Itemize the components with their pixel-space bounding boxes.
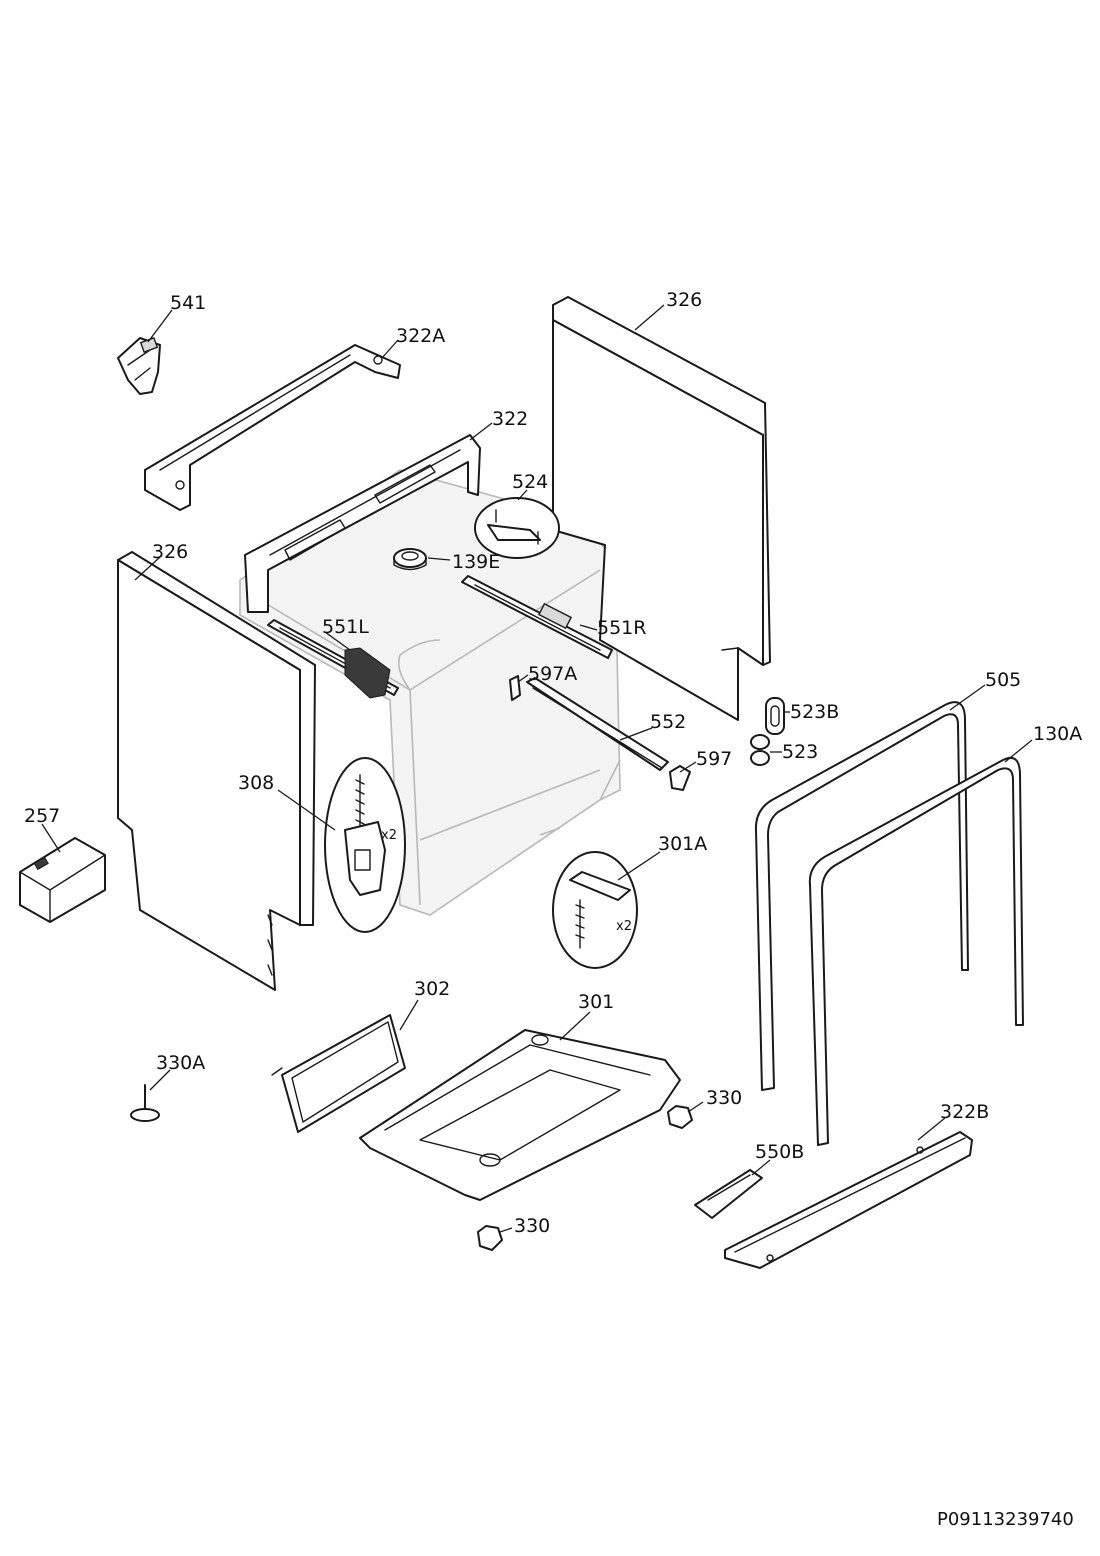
callout-541: 541 (170, 292, 206, 314)
callout-308: 308 (238, 772, 274, 794)
callout-301A: 301A (658, 833, 707, 855)
callout-597: 597 (696, 748, 732, 770)
callout-labels: 541 322A 326 322 524 326 139E 551L 551R … (24, 289, 1082, 1237)
callout-257: 257 (24, 805, 60, 827)
callout-330-bottom: 330 (514, 1215, 550, 1237)
detail-circle-524 (474, 497, 560, 559)
foot-330A (130, 1084, 160, 1122)
gasket-130A (808, 756, 1024, 1146)
clip-597 (669, 765, 691, 791)
reference-code: P09113239740 (937, 1509, 1074, 1530)
callout-322A: 322A (396, 325, 445, 347)
callout-330-right: 330 (706, 1087, 742, 1109)
bracket-550B (694, 1169, 763, 1219)
callout-326-top: 326 (666, 289, 702, 311)
gasket-505 (754, 701, 969, 1091)
side-panel-right (552, 296, 771, 721)
nut-part-139E (393, 548, 427, 571)
callout-552: 552 (650, 711, 686, 733)
multiplier-308: x2 (381, 828, 397, 843)
strip-552 (526, 677, 669, 771)
foot-330-bottom (477, 1225, 503, 1251)
callout-597A: 597A (528, 663, 577, 685)
multiplier-301A: x2 (616, 919, 632, 934)
callout-301: 301 (578, 991, 614, 1013)
callout-551R: 551R (597, 617, 646, 639)
leader-lines (41, 304, 1033, 1233)
callout-330A: 330A (156, 1052, 205, 1074)
callout-322B: 322B (940, 1101, 989, 1123)
hinge-rail-right (461, 575, 613, 659)
callout-523: 523 (782, 741, 818, 763)
top-rail-front-part (144, 344, 401, 511)
box-257 (19, 837, 106, 923)
callout-322: 322 (492, 408, 528, 430)
ring-523B (765, 697, 785, 735)
detail-circle-301A (552, 851, 638, 969)
clip-597A (509, 675, 521, 701)
callout-505: 505 (985, 669, 1021, 691)
callout-523B: 523B (790, 701, 839, 723)
detail-circle-308 (324, 757, 406, 933)
callout-302: 302 (414, 978, 450, 1000)
callout-326-left: 326 (152, 541, 188, 563)
side-panel-left (117, 551, 316, 991)
foot-330-right (667, 1105, 693, 1129)
clip-part (117, 337, 161, 395)
callout-550B: 550B (755, 1141, 804, 1163)
callout-551L: 551L (322, 616, 369, 638)
callout-139E: 139E (452, 551, 500, 573)
bush-523 (750, 734, 770, 766)
callout-524: 524 (512, 471, 548, 493)
callout-130A: 130A (1033, 723, 1082, 745)
base-301 (359, 1029, 681, 1201)
hinge-rail-left (267, 619, 399, 699)
panel-302 (271, 1014, 406, 1133)
rail-322B (724, 1131, 973, 1269)
top-rail-part (244, 434, 481, 613)
